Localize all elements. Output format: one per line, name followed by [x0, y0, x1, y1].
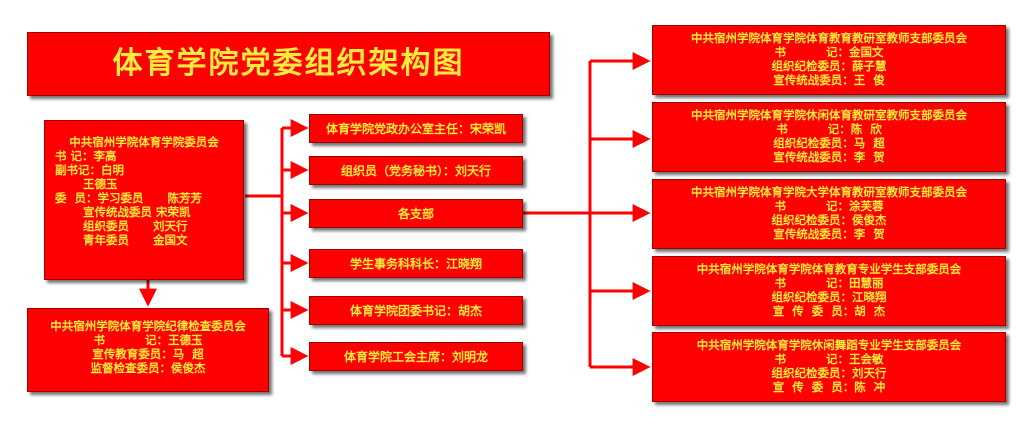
- branch-line: 宣 传 委 员：胡 杰: [772, 304, 886, 318]
- branch-box: 中共宿州学院体育学院体育教育教研室教师支部委员会 书 记：金国文 组织纪检委员：…: [652, 25, 1006, 95]
- branch-box: 中共宿州学院体育学院休闲体育教研室教师支部委员会 书 记：陈 欣 组织纪检委员：…: [652, 102, 1006, 172]
- party-committee-box: 中共宿州学院体育学院委员会 书 记：李高 副书记：白明 王德玉 委 员：学习委员…: [44, 120, 244, 280]
- branch-heading: 中共宿州学院体育学院大学体育教研室教师支部委员会: [691, 185, 967, 199]
- discipline-committee-box: 中共宿州学院体育学院纪律检查委员会 书 记：王德玉 宣传教育委员：马 超 监督检…: [27, 308, 269, 392]
- party-committee-line: 宣传统战委员 宋荣凯: [55, 205, 191, 219]
- branch-line: 书 记：田慧丽: [774, 276, 884, 290]
- branch-line: 组织纪检委员：刘天行: [771, 366, 887, 380]
- party-committee-line: 书 记：李高: [55, 149, 117, 163]
- branch-line: 宣 传 委 员：陈 冲: [772, 380, 886, 394]
- chart-title: 体育学院党委组织架构图: [27, 32, 550, 96]
- office-director-box: 体育学院党政办公室主任：宋荣凯: [309, 114, 523, 143]
- party-committee-line: 委 员：学习委员 陈芳芳: [55, 191, 203, 205]
- branch-line: 组织纪检委员：马 超: [773, 136, 885, 150]
- branch-heading: 中共宿州学院体育学院体育教育教研室教师支部委员会: [691, 31, 967, 45]
- branch-line: 宣传统战委员：王 俊: [773, 73, 885, 87]
- branch-line: 书 记：陈 欣: [776, 122, 882, 136]
- party-committee-line: 副书记：白明: [55, 163, 124, 177]
- branch-line: 组织纪检委员：薛子慧: [771, 59, 887, 73]
- branch-heading: 中共宿州学院体育学院休闲体育教研室教师支部委员会: [691, 108, 967, 122]
- branch-line: 组织纪检委员：侯俊杰: [771, 213, 887, 227]
- branch-line: 宣传统战委员：李 贺: [773, 150, 885, 164]
- party-committee-line: 王德玉: [55, 177, 118, 191]
- branch-box: 中共宿州学院体育学院休闲舞蹈专业学生支部委员会 书 记：王会敏 组织纪检委员：刘…: [652, 332, 1006, 402]
- branches-box: 各支部: [309, 199, 523, 228]
- student-affairs-box: 学生事务科科长：江晓翔: [309, 249, 523, 278]
- discipline-committee-line: 书 记：王德玉: [93, 333, 203, 347]
- branch-heading: 中共宿州学院体育学院体育教育专业学生支部委员会: [696, 262, 962, 276]
- branch-line: 书 记：金国文: [774, 45, 884, 59]
- branch-line: 组织纪检委员：江晓翔: [771, 290, 887, 304]
- branch-line: 书 记：涂芙蓉: [774, 199, 884, 213]
- discipline-committee-line: 宣传教育委员：马 超: [92, 347, 204, 361]
- branch-line: 书 记：王会敏: [774, 352, 884, 366]
- party-committee-heading: 中共宿州学院体育学院委员会: [69, 135, 219, 149]
- branch-heading: 中共宿州学院体育学院休闲舞蹈专业学生支部委员会: [696, 338, 962, 352]
- discipline-committee-line: 监督检查委员：侯俊杰: [90, 361, 206, 375]
- branch-line: 宣传统战委员：李 贺: [773, 227, 885, 241]
- party-committee-line: 组织委员 刘天行: [55, 219, 188, 233]
- discipline-committee-heading: 中共宿州学院体育学院纪律检查委员会: [50, 319, 246, 333]
- youth-league-box: 体育学院团委书记：胡杰: [309, 296, 523, 325]
- labor-union-box: 体育学院工会主席：刘明龙: [309, 342, 523, 371]
- party-committee-line: 青年委员 金国文: [55, 233, 188, 247]
- organizer-box: 组织员（党务秘书）：刘天行: [309, 156, 523, 185]
- branch-box: 中共宿州学院体育学院体育教育专业学生支部委员会 书 记：田慧丽 组织纪检委员：江…: [652, 256, 1006, 326]
- branch-box: 中共宿州学院体育学院大学体育教研室教师支部委员会 书 记：涂芙蓉 组织纪检委员：…: [652, 179, 1006, 249]
